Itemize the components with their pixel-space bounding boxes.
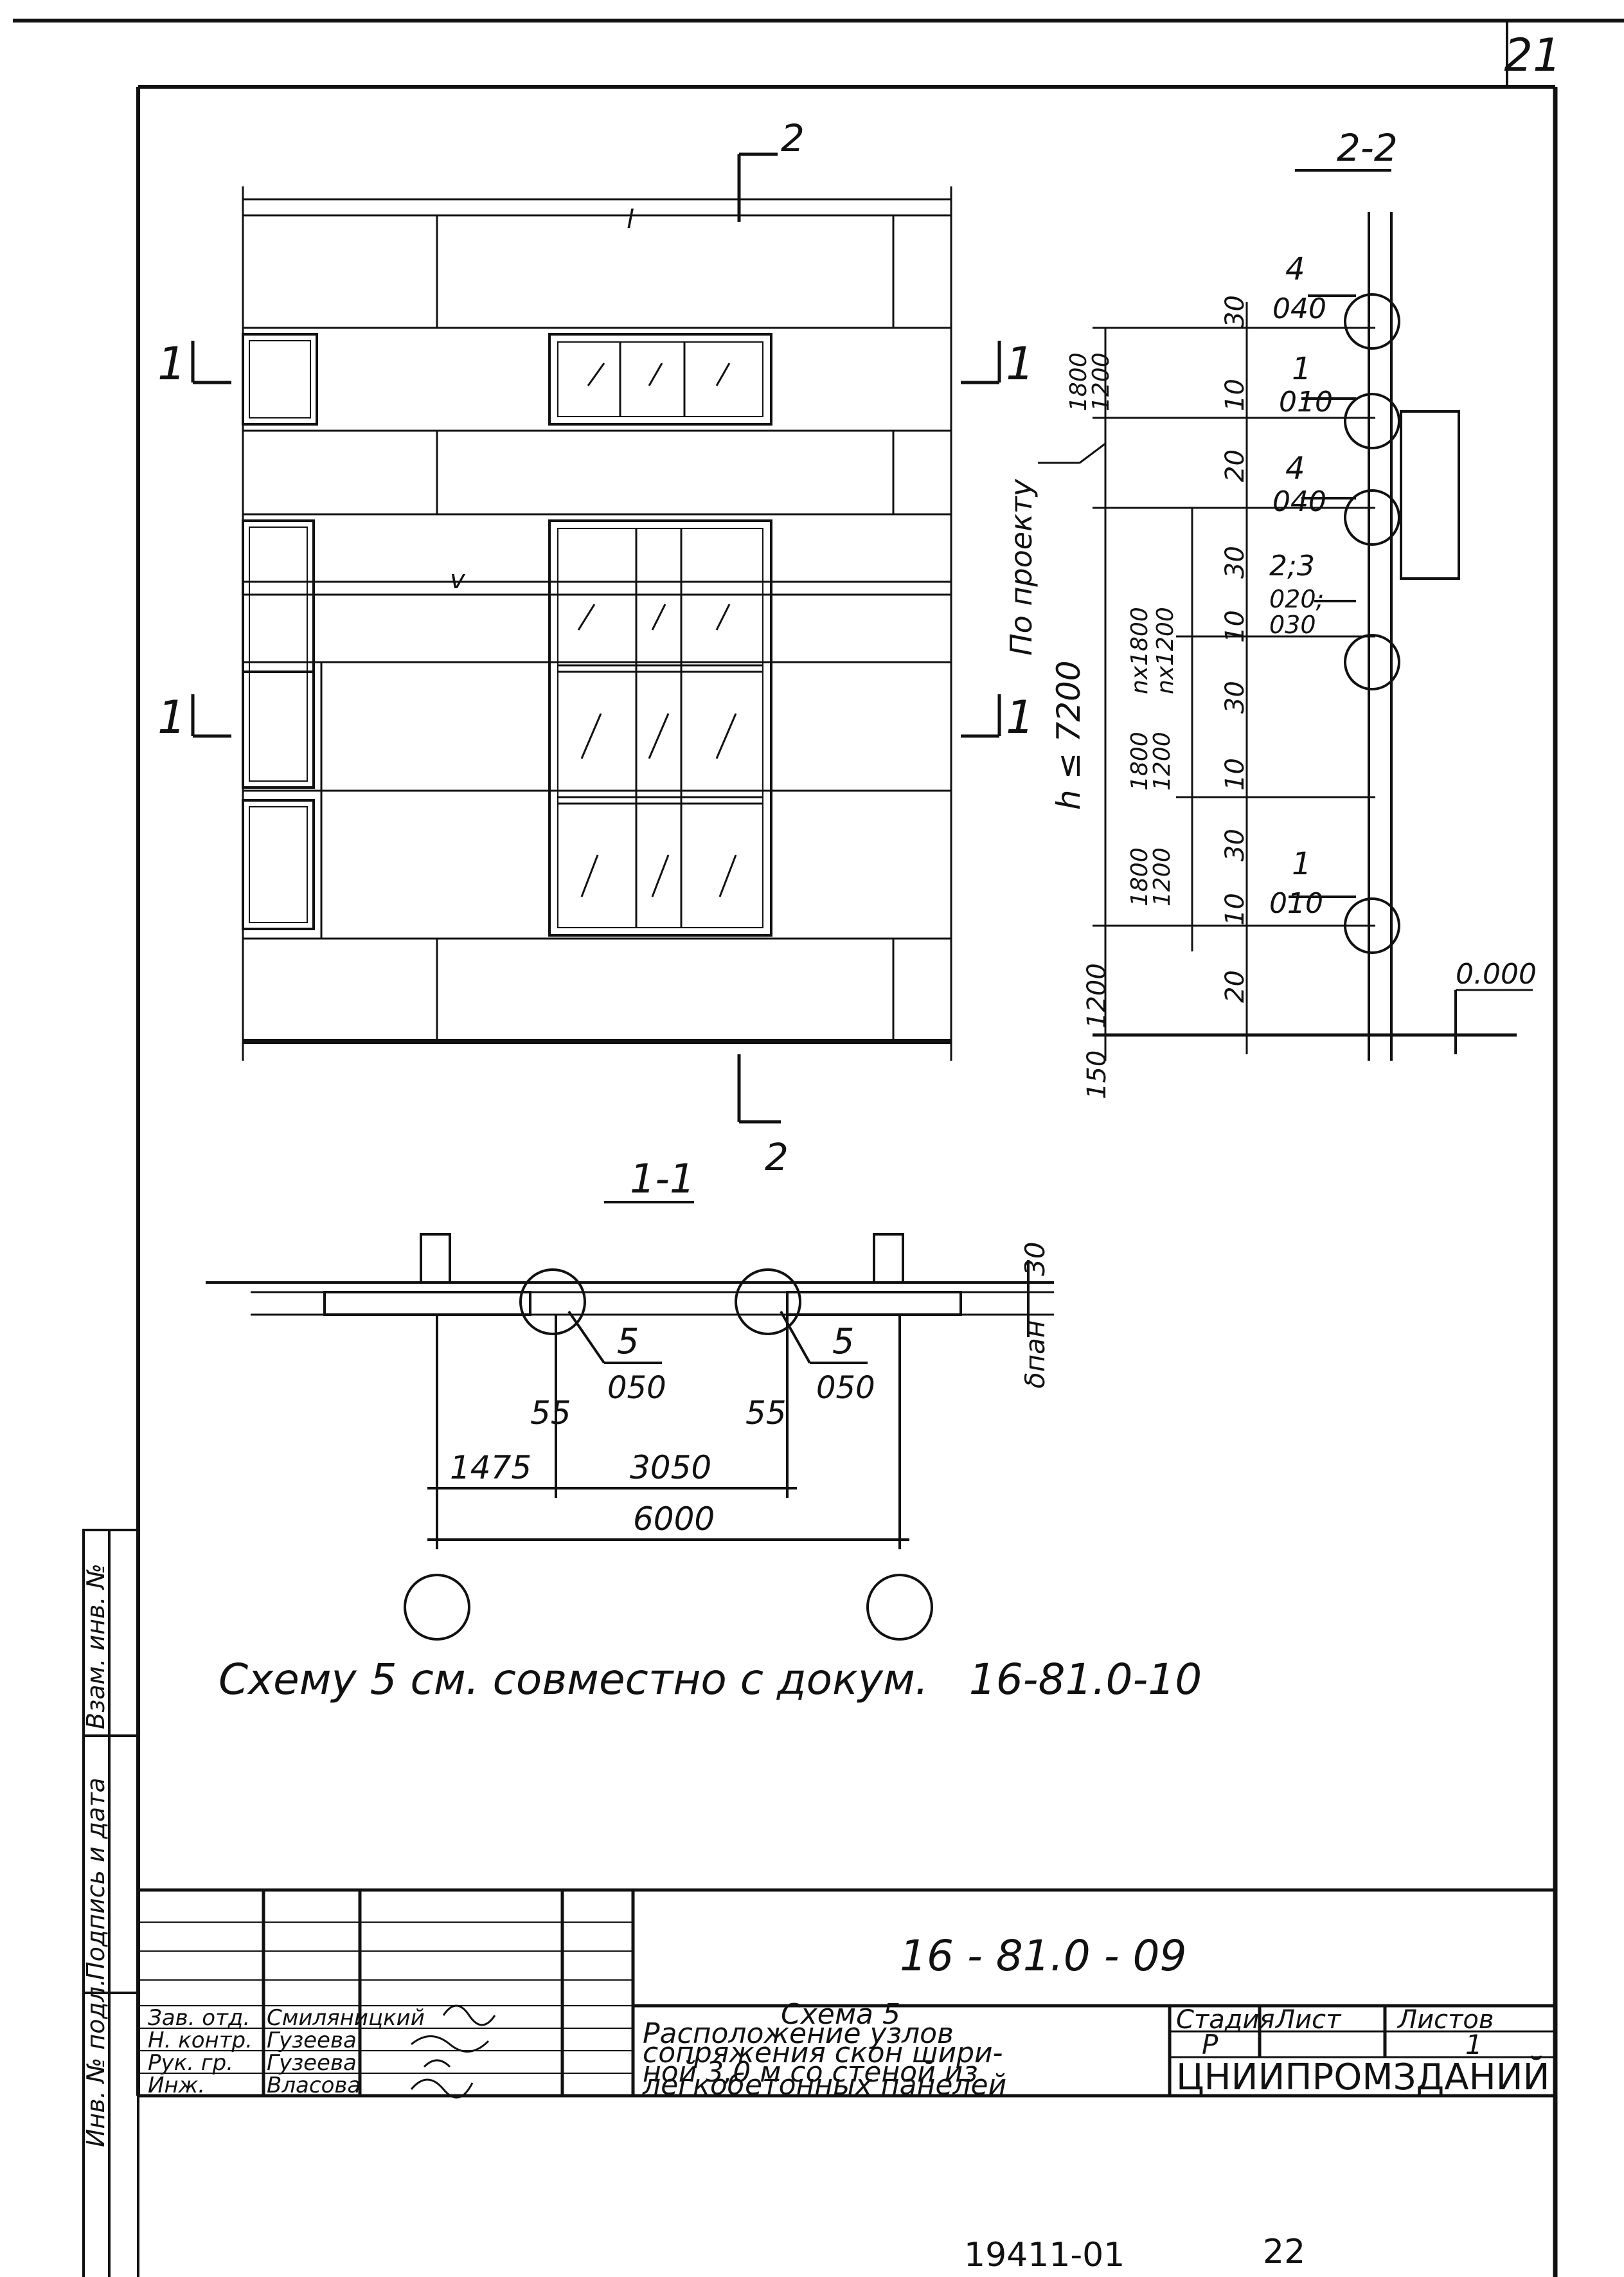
svg-text:Схема 5: Схема 5 — [781, 1998, 900, 2031]
dim-label: 55 — [745, 1394, 787, 1432]
section-2-label-top: 2 — [781, 116, 805, 160]
sheet-label: Лист — [1274, 2005, 1342, 2035]
callout: 1 010 — [1279, 351, 1333, 419]
organization: ЦНИИПРОМЗДАНИЙ — [1176, 2056, 1550, 2098]
callout-code: 050 — [607, 1370, 666, 1406]
svg-text:010: 010 — [1279, 386, 1333, 419]
svg-text:1: 1 — [1292, 846, 1312, 882]
svg-text:020;: 020; — [1269, 585, 1324, 613]
dim-top-label: l — [627, 205, 634, 235]
sheet-frame — [13, 19, 1624, 2277]
dim-label: nx1200 — [1152, 607, 1179, 694]
callout: 1 010 — [1269, 846, 1323, 920]
dim-label: 30 — [1220, 681, 1250, 714]
svg-text:040: 040 — [1272, 485, 1326, 518]
dim-label: 30 — [1220, 295, 1250, 328]
signatures — [410, 2004, 496, 2099]
dim-label: 1475 — [450, 1449, 531, 1486]
stage-value: Р — [1202, 2029, 1218, 2060]
side-stamp-text: Подпись и дата — [82, 1778, 110, 1980]
svg-text:сопряжения скон шири-: сопряжения скон шири- — [643, 2037, 1003, 2069]
svg-text:Власова: Власова — [267, 2073, 361, 2098]
callout-code: 050 — [816, 1370, 875, 1406]
side-stamp-text: Инв. № подл. — [82, 1979, 110, 2147]
doc-code: 16 - 81.0 - 09 — [900, 1931, 1186, 1981]
section-1-label: 1 — [1006, 691, 1035, 744]
height-note: h ≤ 7200 — [1050, 660, 1087, 810]
window-large — [548, 519, 772, 937]
section-1-label: 1 — [157, 338, 186, 390]
callout-num: 5 — [617, 1321, 639, 1362]
window-upper — [548, 333, 772, 426]
callout: 2;3 020; 030 — [1269, 550, 1324, 639]
svg-text:4: 4 — [1285, 451, 1305, 487]
svg-text:Смиляницкий: Смиляницкий — [267, 2005, 425, 2031]
dim-label: 3050 — [630, 1449, 711, 1486]
svg-text:Зав. отд.: Зав. отд. — [148, 2005, 250, 2031]
dim-label: δпан — [1019, 1320, 1051, 1389]
dim-label: 1200 — [1149, 847, 1175, 906]
section-2-2: 2-2 — [1004, 126, 1537, 1099]
dim-label: 30 — [1220, 829, 1250, 861]
sheets-label: Листов — [1396, 2005, 1494, 2035]
side-stamp-text: Взам. инв. № — [82, 1563, 110, 1729]
section-2-label-bottom: 2 — [765, 1135, 789, 1179]
section-1-1-title: 1-1 — [630, 1155, 695, 1202]
title-lines: Схема 5 Расположение узлов сопряжения ск… — [642, 1998, 1006, 2102]
section-1-label: 1 — [157, 691, 186, 744]
callout: 4 040 — [1272, 251, 1326, 325]
section-1-label: 1 — [1006, 338, 1035, 390]
axis-label: v — [450, 565, 466, 595]
dim-label: 10 — [1220, 893, 1250, 926]
dim-label: 6000 — [633, 1500, 715, 1538]
section-2-2-title: 2-2 — [1337, 126, 1398, 170]
svg-text:легкобетонных панелей: легкобетонных панелей — [642, 2069, 1006, 2102]
dim-label: 150 — [1082, 1050, 1112, 1099]
roles-table: Зав. отд. Смиляницкий Н. контр. Гузеева … — [148, 2005, 425, 2098]
svg-text:Гузеева: Гузеева — [267, 2050, 357, 2076]
scheme-note: Схему 5 см. совместно с докум. 16-81.0-1… — [219, 1655, 1202, 1704]
callout-num: 5 — [832, 1321, 854, 1362]
page-number: 21 — [1504, 29, 1561, 82]
dim-label: 10 — [1220, 758, 1250, 791]
bottom-code: 19411-01 — [964, 2236, 1125, 2274]
facade-elevation: 2 2 l v 1 1 1 1 — [157, 116, 1035, 1179]
svg-text:Гузеева: Гузеева — [267, 2028, 357, 2053]
dim-label: 1800 — [1127, 732, 1153, 791]
dim-label: 1800 — [1127, 847, 1153, 906]
svg-text:010: 010 — [1269, 887, 1323, 920]
dim-label: 10 — [1220, 379, 1250, 411]
svg-text:Инж.: Инж. — [148, 2073, 205, 2098]
section-1-1: 1-1 5 050 5 050 — [206, 1155, 1054, 1641]
svg-text:030: 030 — [1269, 611, 1316, 639]
dim-label: 1200 — [1149, 732, 1175, 791]
svg-text:2;3: 2;3 — [1269, 550, 1315, 582]
dim-label: 10 — [1220, 610, 1250, 643]
svg-text:Рук. гр.: Рук. гр. — [148, 2050, 233, 2076]
dim-label: 30 — [1220, 546, 1250, 579]
svg-text:4: 4 — [1285, 251, 1305, 287]
level-mark: 0.000 — [1456, 958, 1537, 991]
svg-text:040: 040 — [1272, 292, 1326, 325]
svg-text:Расположение узлов: Расположение узлов — [643, 2017, 954, 2050]
stage-label: Стадия — [1176, 2005, 1274, 2035]
callout: 4 040 — [1272, 451, 1326, 518]
svg-text:1: 1 — [1292, 351, 1312, 387]
bottom-page: 22 — [1263, 2233, 1305, 2271]
dim-label: 1200 — [1088, 352, 1114, 411]
dim-label: 1200 — [1082, 963, 1112, 1029]
title-block — [138, 1888, 1555, 2098]
dim-label: 20 — [1220, 970, 1250, 1003]
svg-text:ной 3,0 м со стеной из: ной 3,0 м со стеной из — [643, 2056, 978, 2089]
side-stamp — [82, 1529, 139, 2277]
vertical-note-project: По проекту — [1004, 478, 1039, 656]
dim-label: 55 — [530, 1394, 571, 1432]
dim-label: 20 — [1220, 449, 1250, 482]
svg-text:Н. контр.: Н. контр. — [148, 2028, 253, 2053]
dim-label: 1800 — [1066, 352, 1092, 411]
sheets-value: 1 — [1465, 2029, 1483, 2060]
dim-label: nx1800 — [1127, 607, 1153, 694]
dim-label: 30 — [1019, 1242, 1051, 1276]
